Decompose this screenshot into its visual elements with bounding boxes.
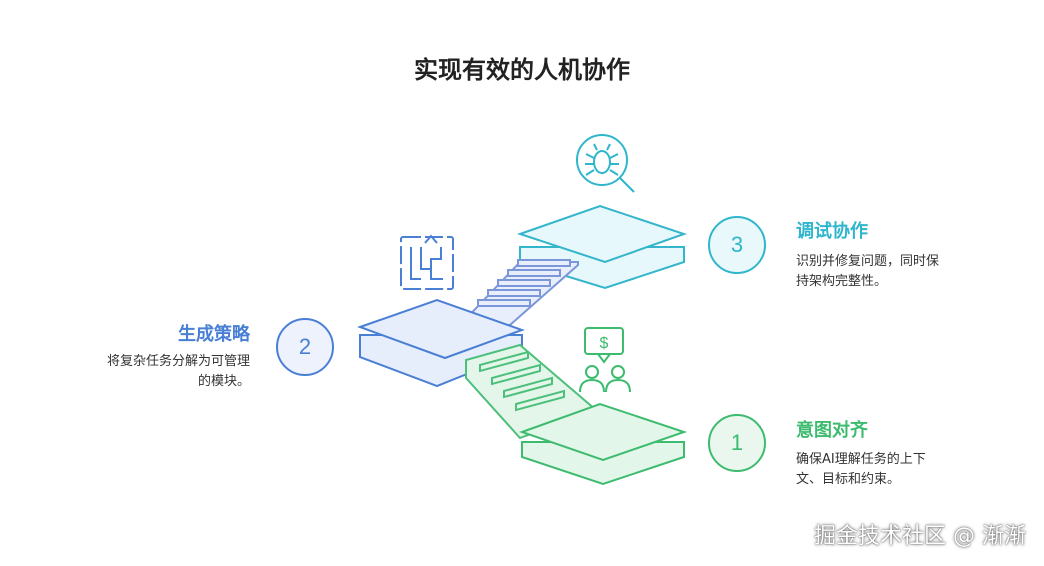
- step-1-desc-line: 文、目标和约束。: [796, 472, 901, 487]
- platform-1: [518, 402, 688, 486]
- step-3-description: 识别并修复问题，同时保 持架构完整性。: [796, 252, 939, 292]
- step-2-number-badge: 2: [276, 318, 334, 376]
- bug-magnifier-icon: [576, 134, 635, 193]
- step-3-desc-line: 识别并修复问题，同时保: [796, 254, 940, 269]
- step-1-number-badge: 1: [708, 414, 766, 472]
- step-1-description: 确保AI理解任务的上下 文、目标和约束。: [796, 450, 926, 490]
- step-3-title: 调试协作: [796, 221, 868, 242]
- maze-icon: [400, 234, 454, 290]
- dollar-chat-people-icon: $: [579, 327, 631, 393]
- step-2-desc-line: 将复杂任务分解为可管理: [106, 354, 250, 369]
- platform-2: [357, 298, 525, 388]
- step-3-number-badge: 3: [708, 216, 766, 274]
- step-2-title: 生成策略: [178, 324, 250, 345]
- lower-stairs: [465, 343, 598, 440]
- step-3-desc-line: 持架构完整性。: [796, 274, 888, 289]
- step-1-title: 意图对齐: [796, 420, 868, 441]
- step-2-description: 将复杂任务分解为可管理 的模块。: [70, 352, 250, 392]
- watermark: 掘金技术社区 @ 渐渐: [814, 524, 1026, 549]
- page-title: 实现有效的人机协作: [414, 56, 630, 84]
- upper-stairs: [457, 259, 579, 326]
- svg-text:$: $: [600, 335, 609, 352]
- step-1-desc-line: 确保AI理解任务的上下: [796, 452, 926, 467]
- step-2-desc-line: 的模块。: [197, 374, 250, 389]
